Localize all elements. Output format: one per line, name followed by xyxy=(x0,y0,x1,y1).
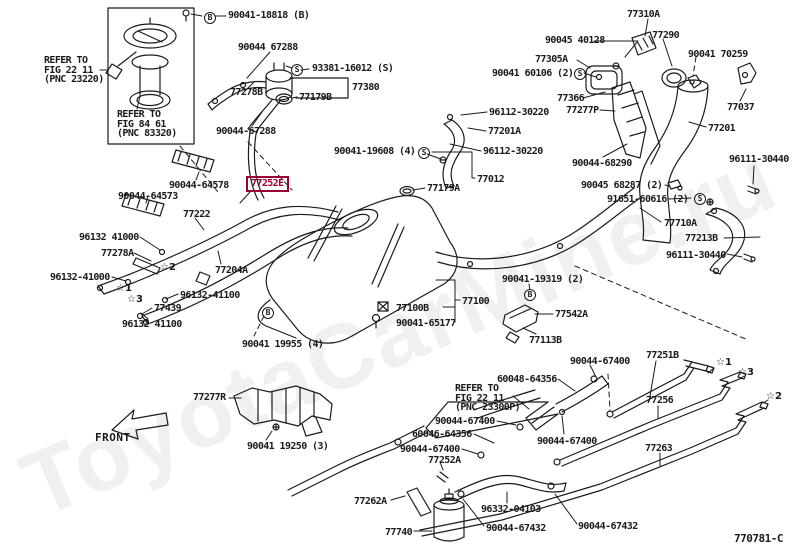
part-label-77222[interactable]: 77222 xyxy=(183,209,211,220)
fastener-symbol-B: B xyxy=(524,289,536,301)
part-label-90044-67288[interactable]: 90044-67288 xyxy=(216,126,276,137)
part-label-77439[interactable]: 77439 xyxy=(154,303,182,314)
star-marker-2: ☆2 xyxy=(160,262,176,273)
fuel-pump-assembly xyxy=(105,7,195,145)
part-label-90044-67400[interactable]: 90044-67400 xyxy=(435,416,495,427)
part-label-77204A[interactable]: 77204A xyxy=(215,265,248,276)
part-label-77290[interactable]: 77290 xyxy=(652,30,680,41)
part-label-90041-19608-4[interactable]: 90041-19608 (4) xyxy=(334,146,416,157)
fastener-symbol-S: S xyxy=(418,147,430,159)
part-label-91651-60616-2[interactable]: 91651-60616 (2) xyxy=(607,194,689,205)
part-label-90044-67432[interactable]: 90044-67432 xyxy=(486,523,546,534)
part-label-90045-68287-2[interactable]: 90045 68287 (2) xyxy=(581,180,663,191)
part-label-90044-67400[interactable]: 90044-67400 xyxy=(537,436,597,447)
part-label-77252E[interactable]: 77252E xyxy=(246,176,289,192)
part-label-77263[interactable]: 77263 xyxy=(645,443,673,454)
dashed-lines xyxy=(179,56,749,411)
part-label-77201A[interactable]: 77201A xyxy=(488,126,521,137)
protector-plate xyxy=(233,385,333,437)
part-label-90044-67288[interactable]: 90044 67288 xyxy=(238,42,298,53)
fastener-symbol-B: B xyxy=(204,12,216,24)
part-label-77201[interactable]: 77201 xyxy=(708,123,736,134)
part-label-90044-67432[interactable]: 90044-67432 xyxy=(578,521,638,532)
part-label-90044-67400[interactable]: 90044-67400 xyxy=(400,444,460,455)
refer-note-REFER-TO-FIG-84-61-PNC-8: REFER TO FIG 84 61 (PNC 83320) xyxy=(117,109,177,139)
part-label-93381-16012-S[interactable]: 93381-16012 (S) xyxy=(312,63,394,74)
diagram-code: 770781-C xyxy=(734,532,783,545)
star-marker-3: ☆3 xyxy=(127,294,143,305)
star-marker-2: ☆2 xyxy=(766,391,782,402)
part-label-90041-19955-4[interactable]: 90041 19955 (4) xyxy=(242,339,324,350)
filler-pipe xyxy=(435,31,760,275)
charcoal-canister xyxy=(207,62,349,133)
part-label-77305A[interactable]: 77305A xyxy=(535,54,568,65)
part-label-77037[interactable]: 77037 xyxy=(727,102,755,113)
part-label-77740[interactable]: 77740 xyxy=(385,527,413,538)
part-label-77179B[interactable]: 77179B xyxy=(299,92,332,103)
refer-note-REFER-TO-FIG-22-11-PNC-2: REFER TO FIG 22 11 (PNC 23300P) xyxy=(455,383,521,413)
star-marker-1: ☆1 xyxy=(116,283,132,294)
part-label-77277P[interactable]: 77277P xyxy=(566,105,599,116)
part-label-77277R[interactable]: 77277R xyxy=(193,392,226,403)
part-label-96132-41100[interactable]: 96132-41100 xyxy=(180,290,240,301)
part-label-60046-64356[interactable]: 60046-64356 xyxy=(412,429,472,440)
fuel-line-assembly xyxy=(287,375,609,497)
part-label-90044-67400[interactable]: 90044-67400 xyxy=(570,356,630,367)
part-label-60048-64356[interactable]: 60048-64356 xyxy=(497,374,557,385)
part-label-77100[interactable]: 77100 xyxy=(462,296,490,307)
part-label-96332-04103[interactable]: 96332-04103 xyxy=(481,504,541,515)
part-label-90044-64573[interactable]: 90044-64573 xyxy=(118,191,178,202)
fastener-symbol-S: S xyxy=(574,68,586,80)
part-label-77113B[interactable]: 77113B xyxy=(529,335,562,346)
part-label-90041-19319-2[interactable]: 90041-19319 (2) xyxy=(502,274,584,285)
fuel-hoses-left xyxy=(96,131,353,326)
fastener-symbol-S: S xyxy=(694,193,706,205)
part-label-77012[interactable]: 77012 xyxy=(477,174,505,185)
part-label-96111-30440[interactable]: 96111-30440 xyxy=(729,154,789,165)
part-label-77710A[interactable]: 77710A xyxy=(664,218,697,229)
part-label-90041-60106-2[interactable]: 90041 60106 (2) xyxy=(492,68,574,79)
part-label-77366[interactable]: 77366 xyxy=(557,93,585,104)
part-label-77380[interactable]: 77380 xyxy=(352,82,380,93)
part-label-77100B[interactable]: 77100B xyxy=(396,303,429,314)
part-label-77256[interactable]: 77256 xyxy=(646,395,674,406)
part-label-77278B[interactable]: 77278B xyxy=(230,87,263,98)
part-label-77310A[interactable]: 77310A xyxy=(627,9,660,20)
part-label-96111-30440[interactable]: 96111-30440 xyxy=(666,250,726,261)
front-arrow xyxy=(111,409,169,440)
part-label-90044-68290[interactable]: 90044-68290 xyxy=(572,158,632,169)
part-label-96112-30220[interactable]: 96112-30220 xyxy=(489,107,549,118)
part-label-77542A[interactable]: 77542A xyxy=(555,309,588,320)
part-label-77251B[interactable]: 77251B xyxy=(646,350,679,361)
part-label-77179A[interactable]: 77179A xyxy=(427,183,460,194)
part-label-90041-19250-3[interactable]: 90041 19250 (3) xyxy=(247,441,329,452)
part-label-77213B[interactable]: 77213B xyxy=(685,233,718,244)
fastener-symbol-S: S xyxy=(291,64,303,76)
star-marker-1: ☆1 xyxy=(716,357,732,368)
refer-note-REFER-TO-FIG-22-11-PNC-2: REFER TO FIG 22 11 (PNC 23220) xyxy=(44,55,104,85)
part-label-77278A[interactable]: 77278A xyxy=(101,248,134,259)
star-marker-3: ☆3 xyxy=(738,367,754,378)
part-label-96132-41000[interactable]: 96132-41000 xyxy=(50,272,110,283)
part-label-90044-64578[interactable]: 90044-64578 xyxy=(169,180,229,191)
part-label-90041-18818-B[interactable]: 90041-18818 (B) xyxy=(228,10,310,21)
fuel-tank xyxy=(257,195,458,344)
part-label-90041-65177[interactable]: 90041-65177 xyxy=(396,318,456,329)
fuel-pipes-right xyxy=(419,359,769,537)
part-label-90045-40128[interactable]: 90045 40128 xyxy=(545,35,605,46)
fastener-symbol-B: B xyxy=(262,307,274,319)
part-label-77252A[interactable]: 77252A xyxy=(428,455,461,466)
part-label-90041-70259[interactable]: 90041 70259 xyxy=(688,49,748,60)
tank-band-bracket xyxy=(502,304,539,344)
leader-lines xyxy=(99,13,769,532)
part-label-96112-30220[interactable]: 96112-30220 xyxy=(483,146,543,157)
tank-straps xyxy=(121,149,215,217)
front-label: FRONT xyxy=(95,431,131,444)
part-label-77262A[interactable]: 77262A xyxy=(354,496,387,507)
part-label-96132-41000[interactable]: 96132 41000 xyxy=(79,232,139,243)
part-label-96132-41100[interactable]: 96132 41100 xyxy=(122,319,182,330)
